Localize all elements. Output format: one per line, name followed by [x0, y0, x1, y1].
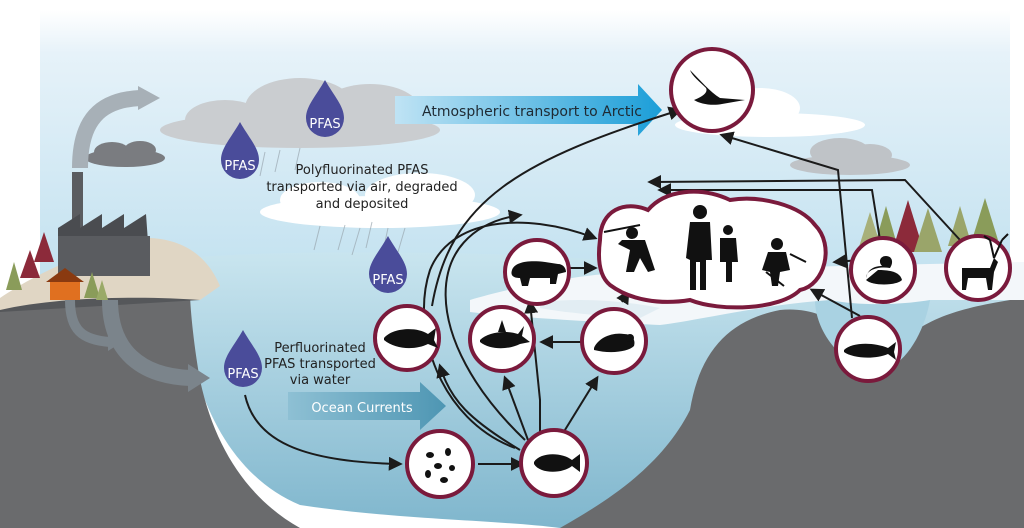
pfas-drop-1: PFAS: [306, 80, 344, 137]
node-seal: [580, 307, 648, 375]
land-right: [560, 300, 1024, 528]
perf-line1: Perfluorinated: [274, 341, 366, 356]
ocean-currents-arrow: [288, 382, 446, 430]
cloud-white: [260, 173, 500, 228]
ocean-currents-label: Ocean Currents: [311, 401, 413, 416]
pfas-drop-3: PFAS: [369, 236, 407, 293]
node-humans: [597, 189, 828, 310]
whale-icon: [384, 328, 438, 349]
perfluorinated-text: Perfluorinated PFAS transported via wate…: [264, 341, 376, 388]
node-reindeer: [944, 233, 1012, 302]
atmospheric-transport-arrow: [395, 84, 662, 136]
node-zooplankton: [405, 429, 475, 499]
zooplankton-icon: [425, 448, 455, 483]
node-orca: [468, 305, 536, 373]
trees-left: [6, 232, 108, 300]
duck-icon: [866, 256, 902, 285]
atmospheric-label: Atmospheric transport to Arctic: [422, 104, 642, 120]
house: [46, 268, 84, 300]
node-polar-bear: [503, 238, 571, 306]
orca-icon: [480, 320, 530, 349]
svg-text:PFAS: PFAS: [224, 159, 255, 174]
svg-text:PFAS: PFAS: [227, 367, 258, 382]
seabird-icon: [690, 70, 745, 105]
runoff-arrow-2: [102, 299, 210, 392]
seal-icon: [594, 333, 635, 353]
perf-line2: PFAS transported: [264, 357, 376, 372]
perf-line3: via water: [290, 373, 351, 388]
node-seabird: [669, 47, 755, 133]
pfas-drop-4: PFAS: [224, 330, 262, 387]
poly-line2: transported via air, degraded: [266, 180, 457, 195]
polyfluorinated-text: Polyfluorinated PFAS transported via air…: [266, 163, 457, 212]
node-fish: [519, 428, 589, 498]
svg-text:PFAS: PFAS: [309, 117, 340, 132]
humans-icon: [603, 205, 807, 290]
polar-bear-icon: [511, 261, 566, 286]
node-duck: [849, 236, 917, 304]
pfas-drop-2: PFAS: [221, 122, 259, 179]
poly-line3: and deposited: [316, 197, 409, 212]
emission-arrow-up: [72, 86, 160, 169]
reindeer-icon: [962, 233, 1009, 290]
mackerel-icon: [844, 342, 896, 360]
poly-line1: Polyfluorinated PFAS: [296, 163, 429, 178]
factory: [58, 172, 150, 276]
node-whale: [373, 304, 441, 372]
foodweb-arrows: [244, 106, 961, 471]
fish-icon: [534, 454, 580, 472]
svg-text:PFAS: PFAS: [372, 273, 403, 288]
cloud-dark-small: [85, 141, 165, 167]
node-mackerel: [834, 315, 902, 383]
cloud-right: [790, 138, 910, 175]
